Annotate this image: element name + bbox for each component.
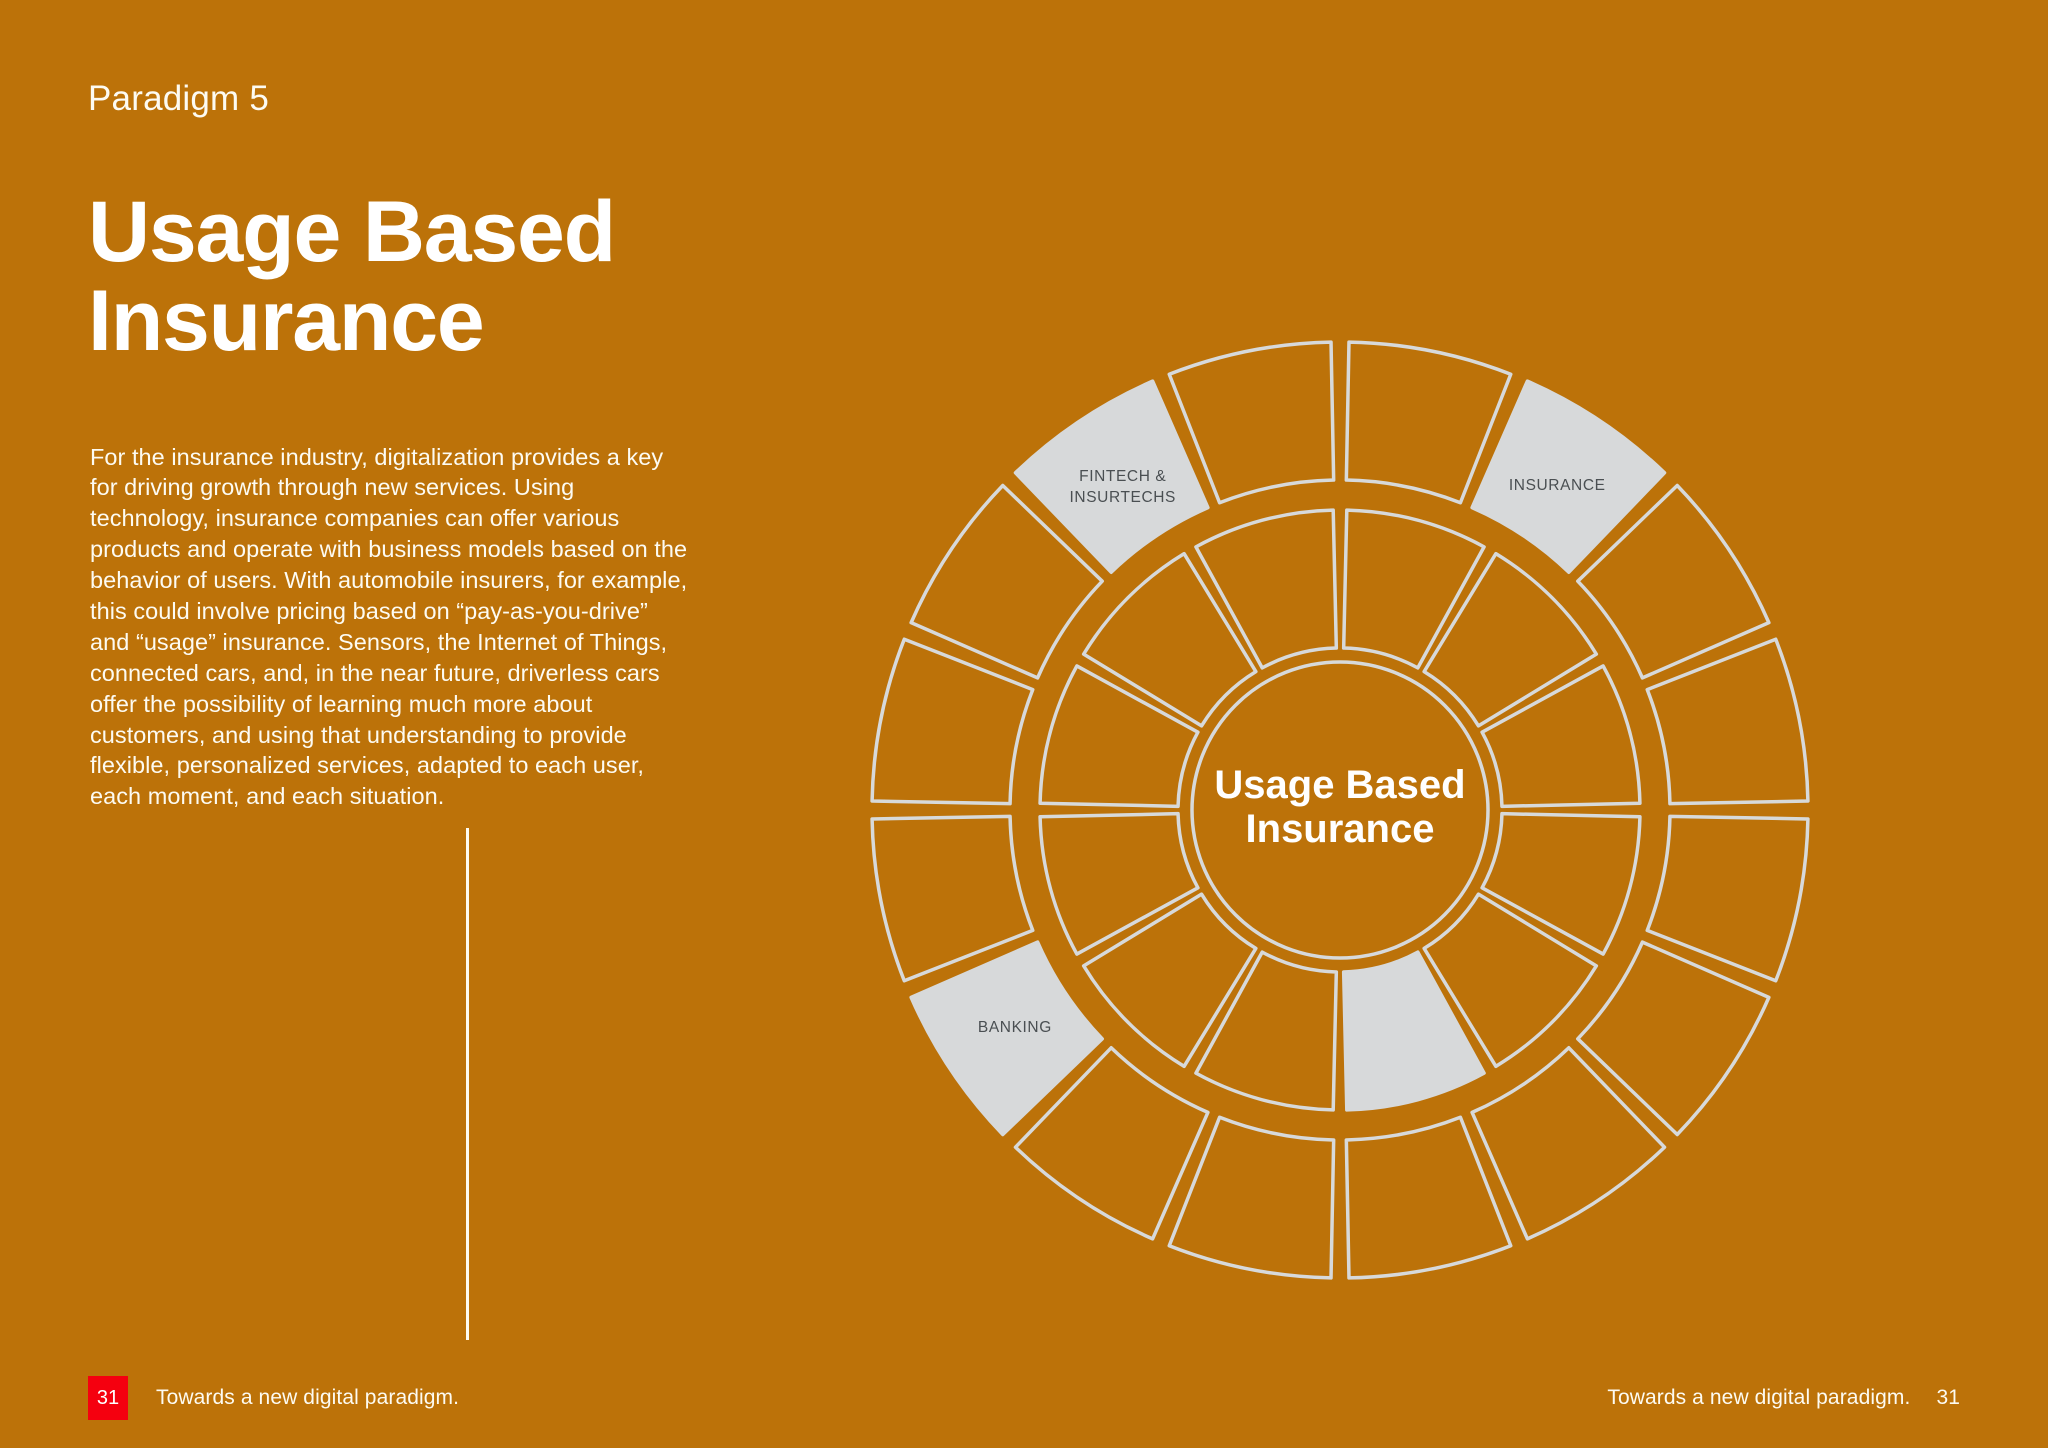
inner-ring-segment bbox=[1194, 950, 1339, 1112]
outer-ring-segment bbox=[1470, 1046, 1667, 1241]
inner-ring-segment bbox=[1081, 892, 1258, 1069]
footer-text-left: Towards a new digital paradigm. bbox=[156, 1386, 460, 1409]
outer-ring-segment bbox=[909, 483, 1104, 680]
ring-segment-label: INSURTECHS bbox=[1070, 489, 1176, 506]
center-circle bbox=[1190, 660, 1490, 960]
center-label-line-1: Usage Based bbox=[1214, 763, 1465, 807]
inner-ring-segment bbox=[1341, 950, 1486, 1112]
vertical-rule bbox=[466, 828, 469, 1340]
inner-ring-segment bbox=[1422, 551, 1599, 728]
outer-ring-segment bbox=[1645, 637, 1810, 806]
inner-ring-segment bbox=[1422, 892, 1599, 1069]
outer-ring-segment bbox=[1167, 1115, 1336, 1280]
ring-segment-label: BANKING bbox=[978, 1019, 1052, 1036]
page-title-line-2: Insurance bbox=[88, 273, 485, 370]
inner-ring bbox=[1038, 508, 1642, 1112]
page-title: Usage Based Insurance bbox=[88, 187, 728, 370]
left-content-column: Paradigm 5 Usage Based Insurance For the… bbox=[88, 0, 728, 1448]
outer-ring-segment bbox=[1013, 379, 1210, 574]
inner-ring-segment bbox=[1038, 811, 1200, 956]
inner-ring-segment bbox=[1480, 664, 1642, 809]
outer-ring-segment bbox=[1470, 379, 1667, 574]
page-title-line-1: Usage Based bbox=[88, 183, 616, 280]
footer-text-right: Towards a new digital paradigm. bbox=[1607, 1386, 1911, 1409]
outer-ring-segment bbox=[870, 814, 1035, 983]
footer-right: Towards a new digital paradigm. 31 bbox=[1607, 1376, 1960, 1420]
inner-ring-segment bbox=[1194, 508, 1339, 670]
inner-ring-segment bbox=[1038, 664, 1200, 809]
ring-segment-label: FINTECH & bbox=[1079, 468, 1166, 485]
outer-ring-segment bbox=[909, 940, 1104, 1137]
inner-ring-segment bbox=[1081, 551, 1258, 728]
outer-ring bbox=[870, 340, 1810, 1280]
ring-segment-label: INSURANCE bbox=[1509, 477, 1606, 494]
body-paragraph: For the insurance industry, digitalizati… bbox=[90, 443, 688, 810]
page-number-right: 31 bbox=[1936, 1386, 1960, 1409]
center-label-line-2: Insurance bbox=[1246, 807, 1435, 851]
outer-ring-segment bbox=[1576, 940, 1771, 1137]
ring-labels: FINTECH & INSURTECHS INSURANCE BANKING bbox=[978, 468, 1606, 1036]
outer-ring-segment bbox=[1645, 814, 1810, 983]
footer-left: 31 Towards a new digital paradigm. bbox=[88, 1376, 459, 1420]
inner-ring-segment bbox=[1341, 508, 1486, 670]
outer-ring-segment bbox=[1344, 1115, 1513, 1280]
outer-ring-segment bbox=[870, 637, 1035, 806]
outer-ring-segment bbox=[1344, 340, 1513, 505]
outer-ring-segment bbox=[1013, 1046, 1210, 1241]
wheel-svg: Usage Based Insurance FINTECH & INSURTECH… bbox=[870, 340, 1810, 1280]
outer-ring-segment bbox=[1576, 483, 1771, 680]
page-number-badge-left: 31 bbox=[88, 1376, 128, 1420]
inner-ring-segment bbox=[1480, 811, 1642, 956]
radial-wheel-diagram: Usage Based Insurance FINTECH & INSURTECH… bbox=[860, 330, 1820, 1290]
paradigm-eyebrow: Paradigm 5 bbox=[88, 79, 269, 118]
outer-ring-segment bbox=[1167, 340, 1336, 505]
